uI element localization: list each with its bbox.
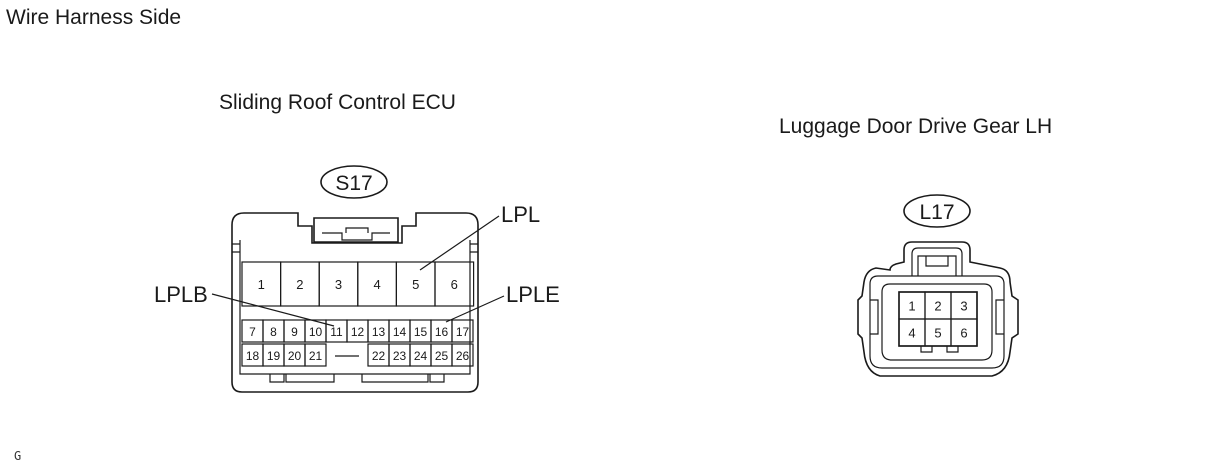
pin-6-cell (434, 261, 475, 307)
pin-4-label: 4 (908, 326, 915, 341)
connector-code-s17: S17 (335, 172, 372, 195)
callout-line-lpl (419, 215, 500, 271)
bottom-slots (269, 374, 445, 383)
pin-17-cell (451, 319, 474, 343)
pin-26-label: 26 (456, 349, 470, 363)
connector-name-l17: Luggage Door Drive Gear LH (779, 115, 1052, 138)
callout-lplb: LPLB (154, 282, 208, 307)
pin-24-label: 24 (414, 349, 428, 363)
pin-8-label: 8 (270, 325, 277, 339)
pin-6-label: 6 (451, 277, 458, 292)
pin-14-label: 14 (393, 325, 407, 339)
callout-lple: LPLE (506, 282, 560, 307)
bottom-tabs (920, 346, 959, 353)
top-latch (911, 247, 963, 276)
callout-line-lple (445, 295, 505, 323)
pin-21-cell (304, 343, 327, 367)
luggage-door-gear-connector: Luggage Door Drive Gear LH L17 1 2 3 4 5 6 (779, 115, 1052, 377)
connector-housing (231, 212, 479, 393)
pin-25-label: 25 (435, 349, 449, 363)
housing-inner-outline (239, 240, 471, 375)
connector-code-oval (903, 194, 971, 228)
pin-3-label: 3 (335, 277, 342, 292)
pin-16-label: 16 (435, 325, 449, 339)
connector-middle-shell (869, 275, 1005, 369)
pin-9-label: 9 (291, 325, 298, 339)
pin-12-label: 12 (351, 325, 365, 339)
callout-lpl: LPL (501, 202, 540, 227)
pin-4-label: 4 (373, 277, 380, 292)
large-pin-row: 1 2 3 4 5 6 (241, 261, 475, 307)
pin-21-label: 21 (309, 349, 323, 363)
connector-name-s17: Sliding Roof Control ECU (219, 91, 456, 114)
figure-ref: G (14, 449, 21, 463)
pin-2-label: 2 (934, 299, 941, 314)
side-notch-left (232, 243, 240, 253)
pin-7-label: 7 (249, 325, 256, 339)
pin-22-label: 22 (372, 349, 386, 363)
connector-code-l17: L17 (919, 201, 954, 224)
page-title: Wire Harness Side (6, 6, 181, 29)
pin-17-label: 17 (456, 325, 470, 339)
small-pin-row-lower: 18 19 20 21 22 23 24 25 26 (241, 343, 474, 367)
pin-26-cell (451, 343, 474, 367)
callout-line-lplb (211, 293, 335, 327)
pin-19-label: 19 (267, 349, 281, 363)
locking-tab (313, 217, 399, 243)
locking-tab-detail (322, 227, 390, 241)
pin-1-label: 1 (908, 299, 915, 314)
pin-15-label: 15 (414, 325, 428, 339)
connector-inner-shell (881, 283, 993, 361)
connector-code-oval (320, 165, 388, 199)
pin-6-label: 6 (960, 326, 967, 341)
pin-3-label: 3 (960, 299, 967, 314)
pin-23-label: 23 (393, 349, 407, 363)
connector-outer-shell (857, 241, 1019, 377)
side-bump-left (870, 299, 879, 335)
side-bump-right (995, 299, 1004, 335)
pin-20-label: 20 (288, 349, 302, 363)
l17-pin-grid: 1 2 3 4 5 6 (898, 291, 978, 347)
pin-5-label: 5 (934, 326, 941, 341)
pin-11-label: 11 (330, 325, 343, 339)
side-notch-right (470, 243, 478, 253)
pin-13-label: 13 (372, 325, 386, 339)
pin-1-label: 1 (258, 277, 265, 292)
pin-2-label: 2 (296, 277, 303, 292)
pin-5-label: 5 (412, 277, 419, 292)
pin-6-cell (950, 318, 978, 347)
pin-18-label: 18 (246, 349, 260, 363)
pin-10-label: 10 (309, 325, 323, 339)
